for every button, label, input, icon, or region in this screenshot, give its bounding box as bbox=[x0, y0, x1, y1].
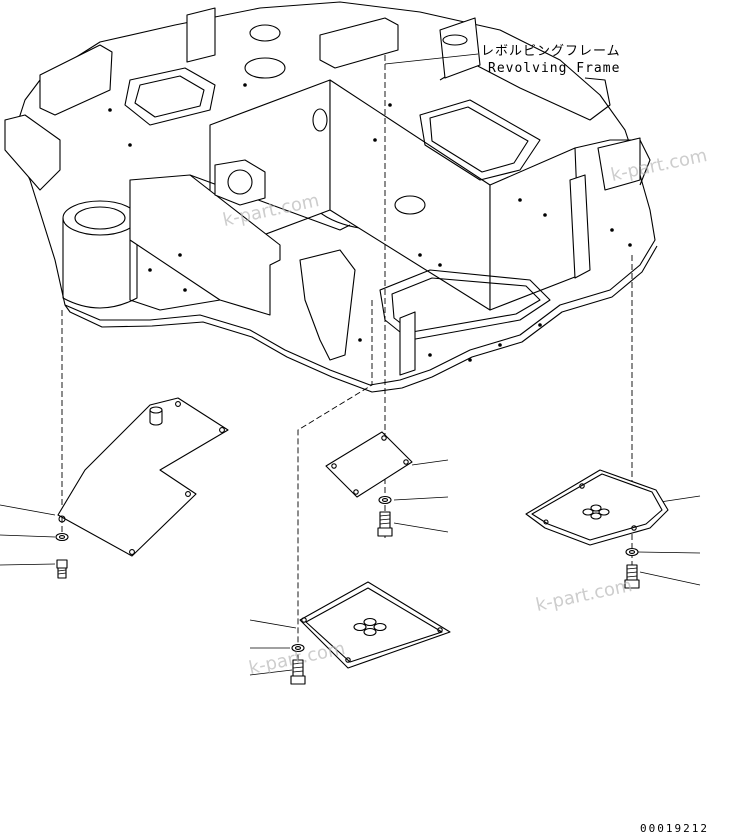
washer-bolt-left bbox=[55, 532, 69, 579]
washer-bolt-center bbox=[377, 495, 393, 537]
frame-label-english: Revolving Frame bbox=[488, 61, 621, 76]
revolving-frame bbox=[4, 1, 658, 393]
drawing-code: 00019212 bbox=[640, 822, 709, 835]
cover-plate-left bbox=[57, 397, 229, 557]
cover-plate-right bbox=[525, 469, 669, 546]
washer-bolt-bottom bbox=[290, 643, 306, 685]
cover-plate-bottom bbox=[299, 581, 451, 669]
leader-lines bbox=[0, 53, 701, 676]
washer-bolt-right bbox=[624, 547, 640, 589]
cover-plate-center bbox=[325, 431, 413, 498]
frame-holes bbox=[108, 83, 632, 362]
frame-label-japanese: レボルビングフレーム bbox=[481, 44, 621, 59]
